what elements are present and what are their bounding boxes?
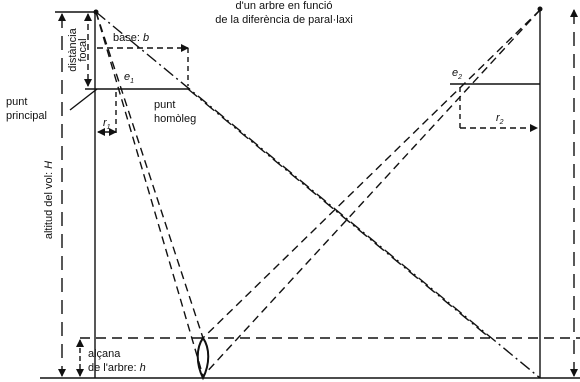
r2-label: r2 (496, 112, 504, 126)
principal-point-label-2: principal (6, 110, 47, 122)
ray-right-to-tree-base (202, 9, 541, 377)
r1-label: r1 (103, 117, 111, 131)
principal-point-label-1: punt (6, 96, 27, 108)
focal-distance-label-1: distància (67, 27, 79, 71)
ray-left-to-tree-base (95, 11, 204, 377)
right-camera-dot (537, 6, 543, 12)
base-label: base: b (113, 32, 149, 44)
tree-height-label-2: de l'arbre: h (88, 362, 146, 374)
dashdot-left-diagonal (95, 11, 541, 379)
title-line1: d'un arbre en funció (236, 0, 333, 12)
ray-right-to-tree-top (202, 9, 541, 339)
e2-label: e2 (452, 67, 462, 81)
focal-distance-label-2: focal (77, 38, 89, 61)
principal-point-leader (69, 88, 98, 111)
left-camera-dot (93, 9, 99, 15)
e1-label: e1 (124, 71, 134, 85)
homologous-point-label-1: punt (154, 99, 175, 111)
flight-altitude-label: altitud del vol: H (43, 161, 55, 239)
title-line2: de la diferència de paral·laxi (215, 14, 353, 26)
tree-shape (196, 336, 210, 381)
homologous-point-label-2: homòleg (154, 113, 196, 125)
tree-height-label-1: alçana (88, 348, 121, 360)
dashdot-homologous (187, 88, 491, 339)
ray-left-to-tree-top (95, 11, 204, 339)
